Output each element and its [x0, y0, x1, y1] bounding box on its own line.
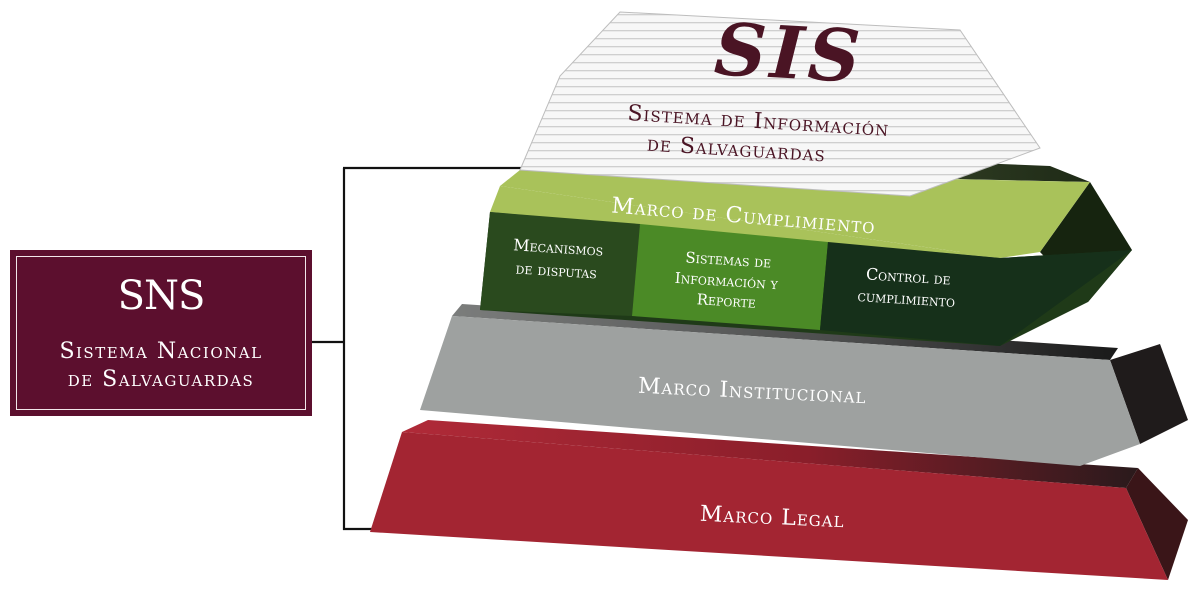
block-sistemas-line-1: Sistemas de [685, 248, 772, 271]
block-mecanismos-line-2: de disputas [515, 259, 597, 283]
layer-marco-legal: Marco Legal [370, 420, 1188, 580]
sns-abbreviation: SNS [117, 273, 206, 319]
sis-paper-stack: SIS Sistema de Información de Salvaguard… [519, 6, 1041, 197]
sns-box: SNS Sistema Nacional de Salvaguardas [10, 250, 312, 416]
bracket-connector [312, 166, 536, 531]
sns-box-frame: SNS Sistema Nacional de Salvaguardas [16, 256, 306, 410]
sis-title: SIS [712, 6, 866, 99]
sns-name-line-1: Sistema Nacional [59, 339, 263, 364]
block-sistemas-line-3: Reporte [696, 290, 756, 312]
block-mecanismos: Mecanismos de disputas [513, 235, 604, 282]
sns-name-line-2: de Salvaguardas [67, 367, 255, 392]
